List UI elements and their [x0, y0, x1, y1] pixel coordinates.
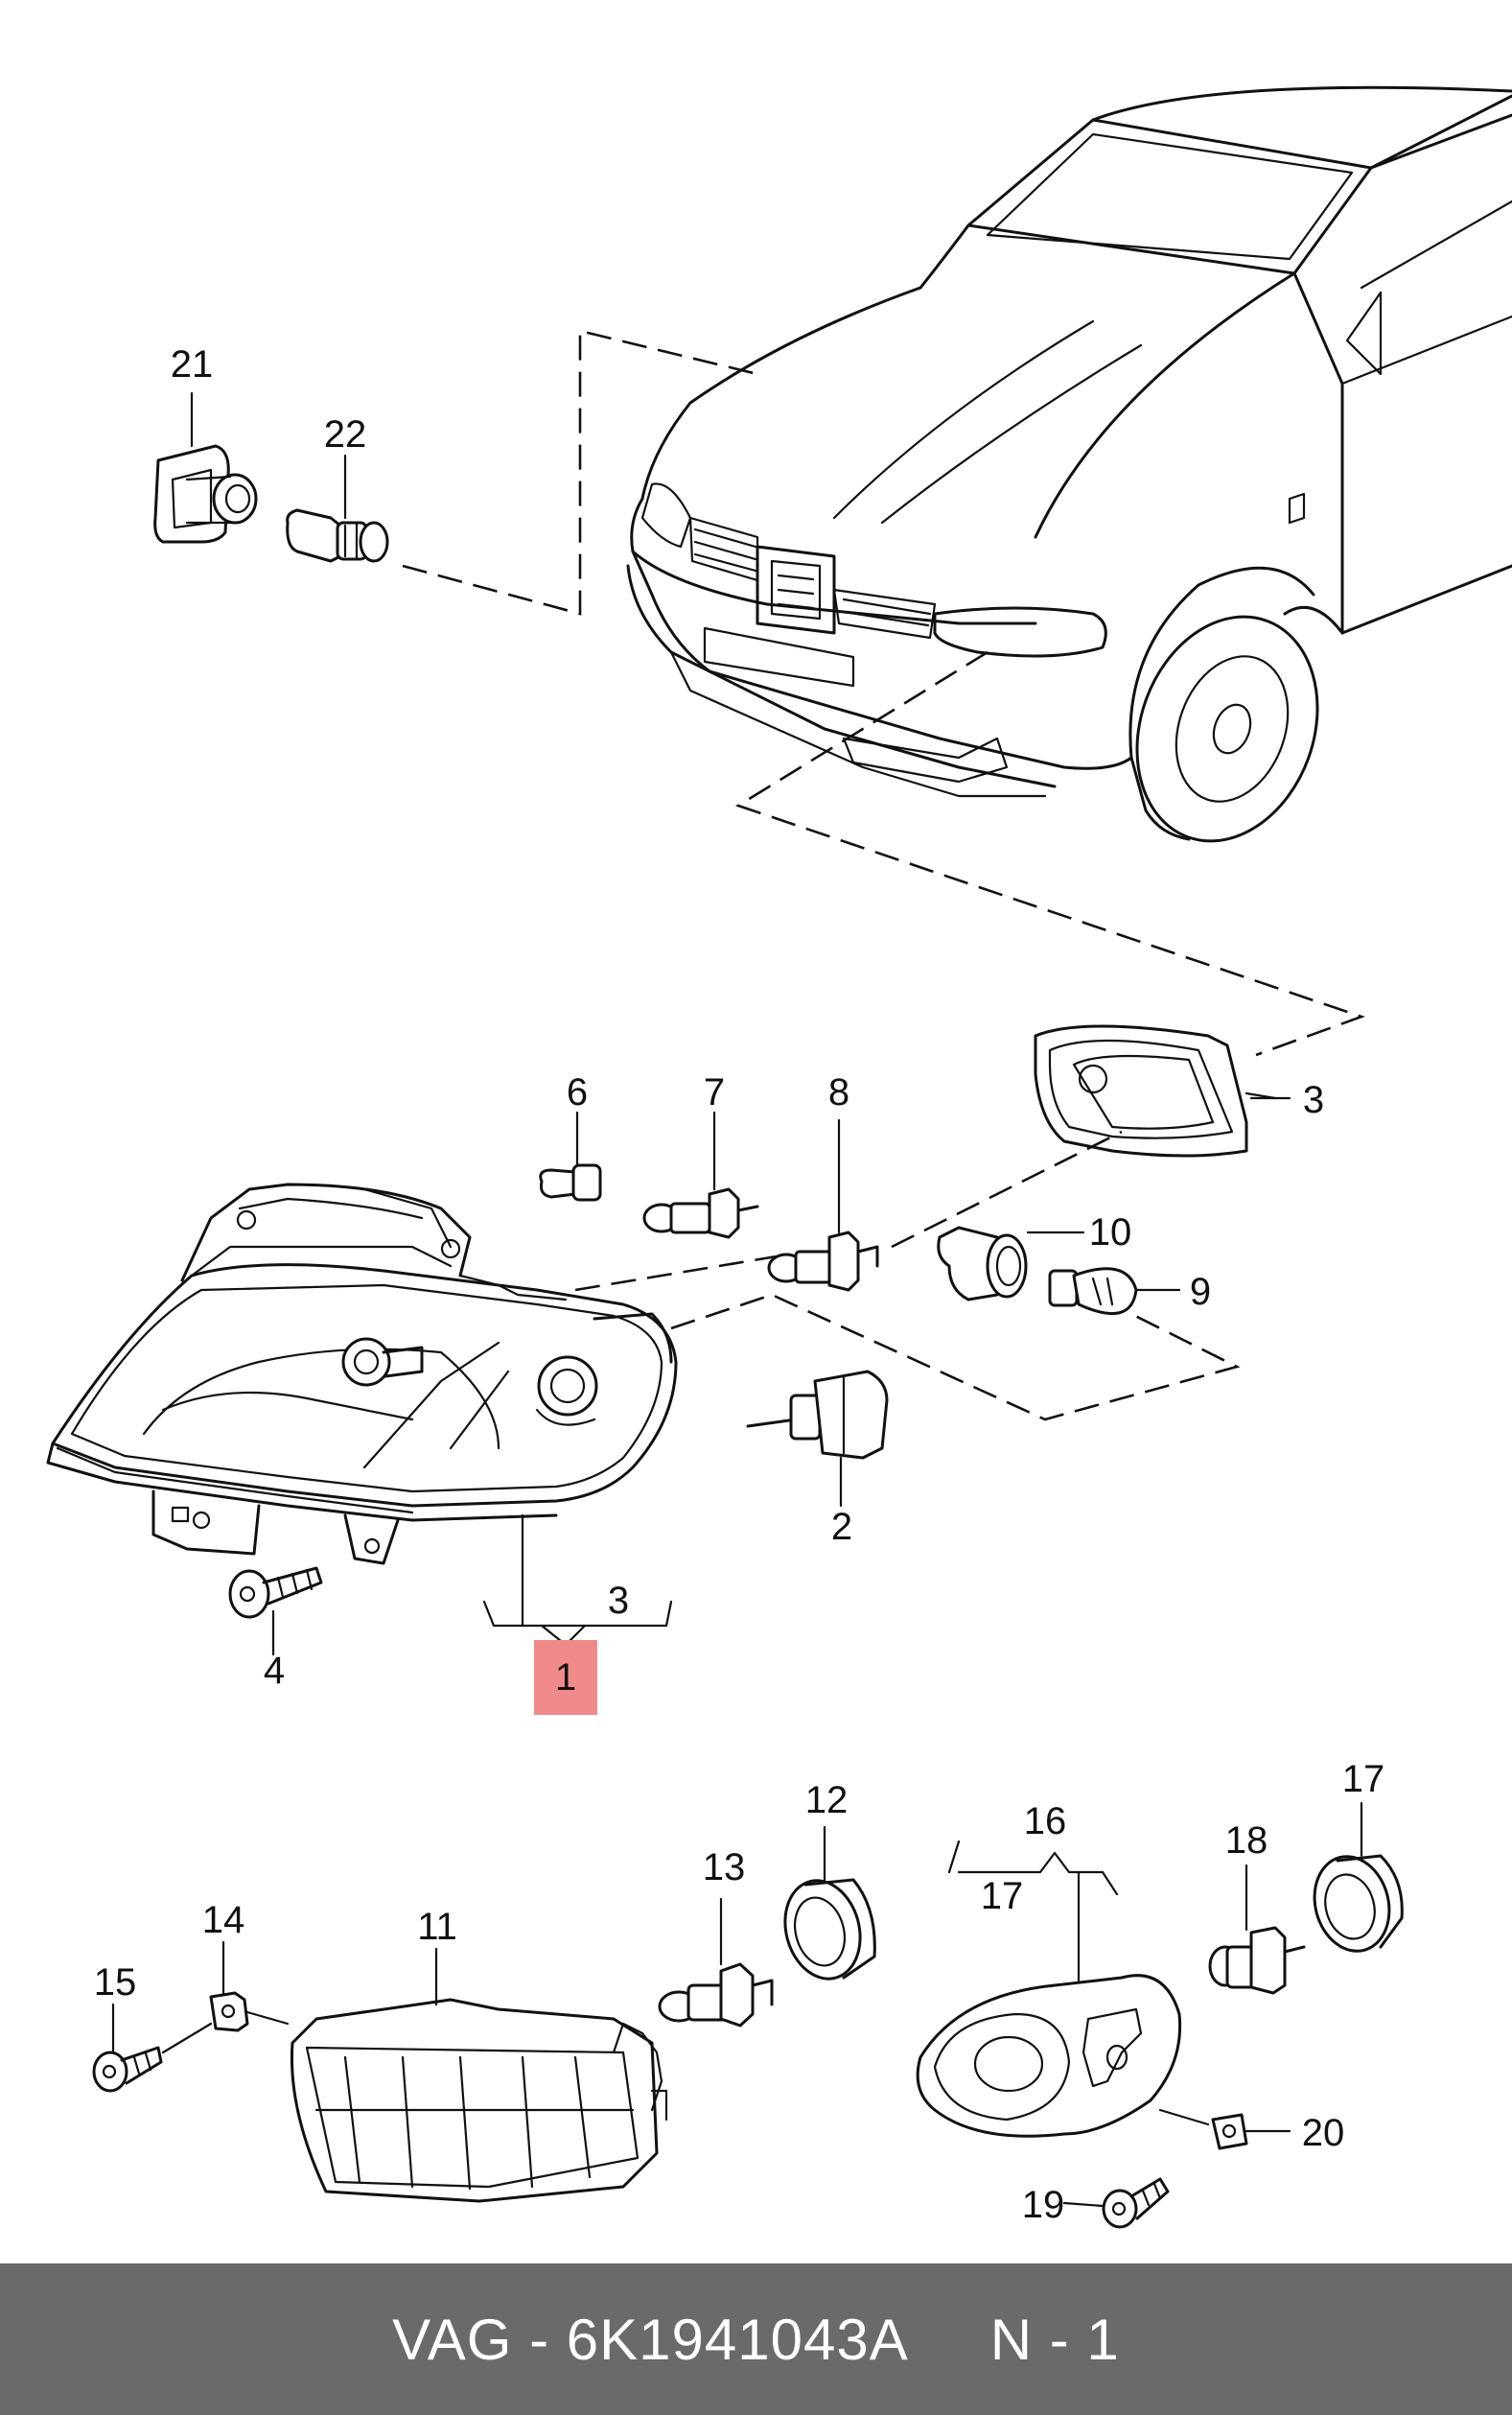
label-13: 13 [703, 1846, 746, 1888]
car-illustration [626, 85, 1512, 843]
label-3-bracket: 3 [608, 1580, 629, 1622]
exploded-parts-diagram: 21 22 3 6 7 8 10 9 2 3 1 4 12 16 17 18 1… [46, 85, 1512, 2229]
label-17-top: 17 [1342, 1758, 1385, 1800]
label-21: 21 [171, 343, 214, 386]
bulb-9 [1048, 1267, 1138, 1316]
label-15: 15 [94, 1961, 137, 2004]
label-3-top: 3 [1303, 1079, 1324, 1121]
bulb-22 [286, 508, 389, 563]
leader-headlamp [734, 650, 1365, 1057]
label-2: 2 [831, 1506, 852, 1548]
clip-20 [1211, 2113, 1248, 2150]
bulb-6 [539, 1163, 602, 1202]
label-6: 6 [567, 1071, 588, 1114]
headlamp-1 [46, 1183, 678, 1565]
motor-2 [746, 1370, 889, 1460]
label-11: 11 [417, 1906, 457, 1948]
screw-15 [92, 2022, 213, 2093]
leader-8-housing [891, 1130, 1123, 1249]
label-22: 22 [324, 413, 367, 456]
highlight-part-1 [534, 1640, 597, 1715]
part-number-caption: VAG - 6K1941043A N - 1 [392, 2307, 1120, 2372]
socket-21 [153, 444, 258, 544]
label-10: 10 [1089, 1211, 1132, 1254]
leader-19 [1062, 2201, 1105, 2208]
ring-17 [1313, 1854, 1404, 1953]
bracket-1-3 [482, 1513, 673, 1647]
clip-14 [209, 1991, 290, 2032]
foglamp-16 [916, 1974, 1210, 2138]
housing-3 [1034, 1024, 1277, 1158]
label-4: 4 [264, 1650, 285, 1692]
bulb-13 [658, 1962, 774, 2028]
label-20: 20 [1302, 2112, 1345, 2154]
bulb-18 [1208, 1926, 1306, 1995]
label-12: 12 [805, 1779, 849, 1821]
label-18: 18 [1225, 1819, 1268, 1862]
ring-12 [783, 1878, 876, 1981]
leader-headlamp-8 [574, 1254, 778, 1292]
socket-10 [937, 1226, 1028, 1301]
label-7: 7 [704, 1071, 725, 1114]
label-9: 9 [1190, 1271, 1211, 1313]
leader-headlamp-9 [670, 1293, 1241, 1421]
bulb-8 [767, 1231, 879, 1292]
bulb-7 [642, 1187, 759, 1239]
label-19: 19 [1022, 2184, 1065, 2226]
label-17-bracket: 17 [981, 1875, 1024, 1917]
label-16: 16 [1024, 1800, 1067, 1842]
label-14: 14 [202, 1899, 245, 1941]
leader-21-22 [402, 329, 758, 616]
footer-bar: VAG - 6K1941043A N - 1 [0, 2263, 1512, 2415]
screw-4 [228, 1566, 323, 1619]
label-1: 1 [555, 1656, 576, 1699]
foglamp-11 [290, 1998, 668, 2203]
label-8: 8 [828, 1071, 849, 1114]
screw-19 [1102, 2177, 1170, 2229]
bracket-16-17 [947, 1840, 1119, 1982]
